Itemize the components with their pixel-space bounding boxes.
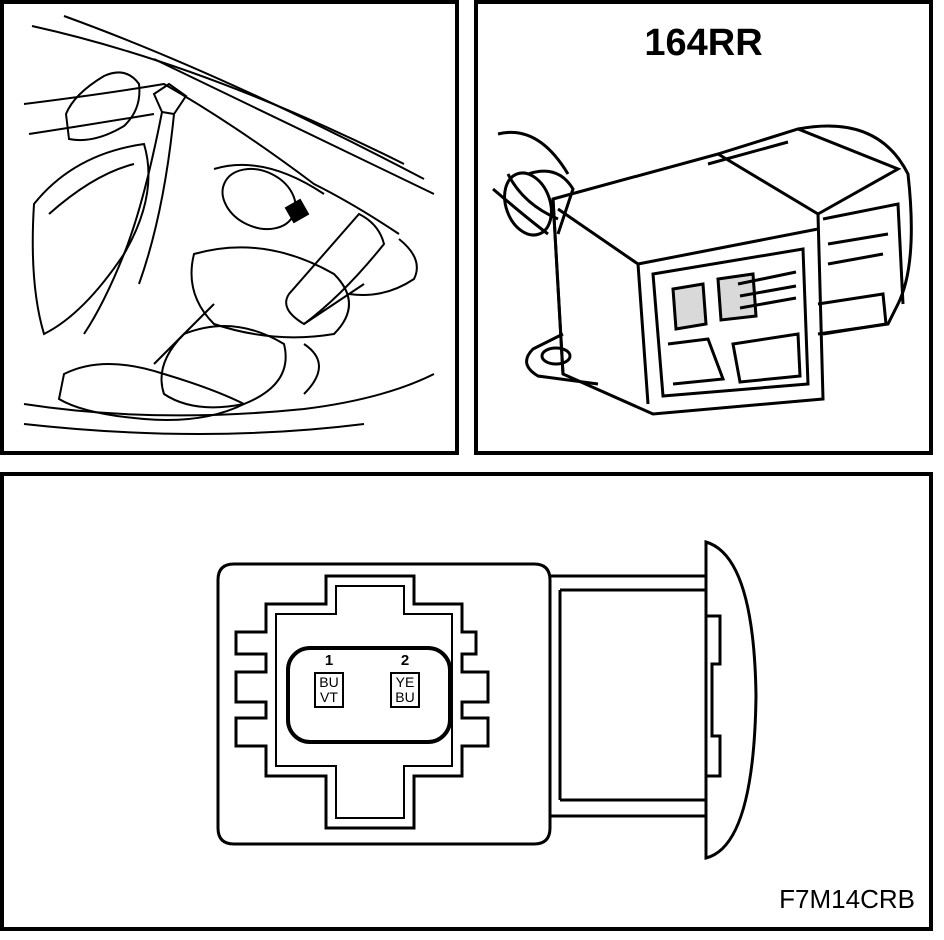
pin-1-color-2: VT	[320, 689, 338, 705]
vehicle-interior-drawing	[23, 15, 435, 435]
pin-2-color-1: YE	[395, 674, 415, 690]
connector-face-panel: 1 BU VT 2 YE BU F7M14CRB	[0, 472, 933, 931]
pin-2-number: 2	[400, 652, 410, 669]
connector-3d-panel: 164RR	[474, 0, 933, 455]
pin-2-color-2: BU	[395, 689, 415, 705]
location-illustration-panel	[0, 0, 459, 455]
pin-1-color-1: BU	[319, 674, 339, 690]
pin-1-number: 1	[324, 652, 334, 669]
pin-2-wire-colors: YE BU	[390, 672, 420, 708]
figure-code: F7M14CRB	[779, 884, 915, 914]
connector-isometric-drawing	[492, 124, 913, 416]
connector-face-drawing	[216, 539, 758, 860]
connector-id-label: 164RR	[644, 22, 763, 64]
pin-1-wire-colors: BU VT	[314, 672, 344, 708]
